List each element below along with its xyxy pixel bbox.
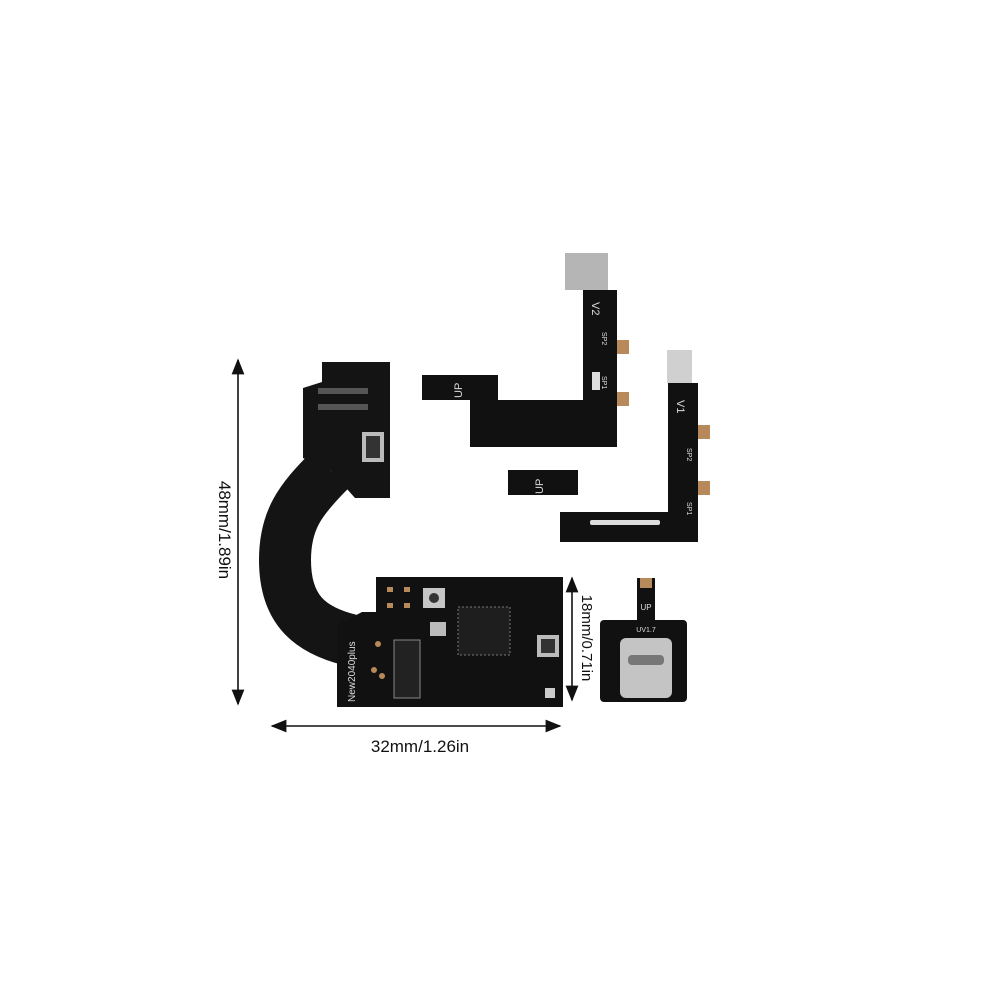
v1-sp2-label: SP2 bbox=[685, 448, 692, 461]
board-height-label: 18mm/0.71in bbox=[578, 595, 595, 682]
v1-flex-cable: UP V1 SP2 SP1 bbox=[508, 350, 710, 542]
width-label: 32mm/1.26in bbox=[371, 737, 469, 756]
v2-flex-cable: UP V2 SP2 SP1 bbox=[422, 253, 629, 447]
main-board bbox=[337, 577, 563, 707]
usb-c-board: UP UV1.7 bbox=[600, 578, 687, 702]
v2-flex-body bbox=[470, 290, 617, 447]
flex-ribbon bbox=[258, 451, 357, 666]
height-label: 48mm/1.89in bbox=[215, 481, 234, 579]
main-board-assembly: New2040plus bbox=[258, 362, 563, 707]
v2-up-tab bbox=[422, 375, 498, 400]
usb-version-label: UV1.7 bbox=[636, 627, 656, 634]
v1-flex-body bbox=[508, 383, 698, 542]
v2-version-label: V2 bbox=[589, 302, 601, 315]
height-dimension: 48mm/1.89in bbox=[215, 358, 245, 706]
board-height-dimension: 18mm/0.71in bbox=[565, 576, 595, 702]
usb-c-port bbox=[620, 638, 672, 698]
microcontroller-chip bbox=[457, 606, 511, 656]
v1-version-label: V1 bbox=[674, 400, 686, 413]
v2-up-label: UP bbox=[453, 383, 465, 398]
usb-up-label: UP bbox=[640, 603, 651, 612]
crystal bbox=[430, 622, 446, 636]
board-connector bbox=[393, 639, 421, 699]
v1-sp1-label: SP1 bbox=[685, 502, 692, 515]
v1-up-label: UP bbox=[534, 479, 546, 494]
v2-sp2-label: SP2 bbox=[600, 332, 607, 345]
main-board-label: New2040plus bbox=[347, 641, 358, 702]
v2-metal-tab bbox=[565, 253, 608, 290]
flex-connector-block bbox=[303, 362, 390, 498]
width-dimension: 32mm/1.26in bbox=[270, 719, 562, 756]
v1-metal-tab bbox=[667, 350, 692, 383]
v2-sp1-label: SP1 bbox=[600, 376, 607, 389]
